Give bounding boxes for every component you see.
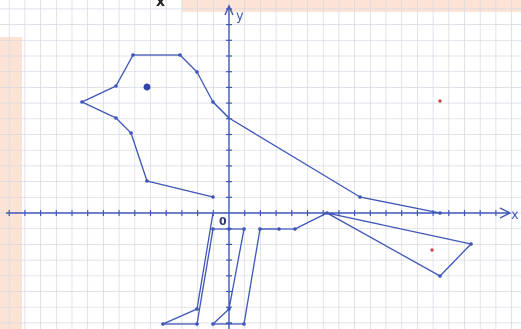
red-mark-2	[430, 248, 433, 251]
bird-eye	[144, 84, 151, 91]
bird-vertex	[227, 307, 231, 311]
bird-vertices	[80, 53, 473, 326]
bird-vertex	[129, 131, 133, 135]
bird-head-outline	[82, 55, 229, 197]
bird-vertex	[258, 227, 262, 231]
bird-vertex	[195, 70, 199, 74]
y-axis-label: y	[236, 9, 244, 24]
bird-vertex	[178, 53, 182, 57]
axes	[6, 6, 510, 329]
bird-vertex	[211, 100, 215, 104]
bird-vertex	[80, 100, 84, 104]
bird-vertex	[161, 322, 165, 326]
top-fragment-label: x	[156, 0, 165, 10]
bird-leg-back	[213, 229, 279, 324]
bird-vertex	[325, 211, 329, 215]
bird-vertex	[211, 195, 215, 199]
red-mark-1	[438, 99, 441, 102]
bird-vertex	[242, 322, 246, 326]
bird-vertex	[438, 274, 442, 278]
bird-vertex	[469, 242, 473, 246]
bird-vertex	[438, 211, 442, 215]
origin-label: 0	[219, 215, 227, 228]
bird-vertex	[114, 116, 118, 120]
bird-vertex	[293, 227, 297, 231]
bird-vertex	[211, 227, 215, 231]
bird-vertex	[358, 195, 362, 199]
bird-vertex	[211, 322, 215, 326]
bird-vertex	[227, 227, 231, 231]
bird-vertex	[195, 307, 199, 311]
bird-vertex	[277, 227, 281, 231]
bird-vertex	[114, 84, 118, 88]
x-axis-label: x	[511, 208, 519, 223]
bird-belly-outline	[260, 213, 327, 229]
bird-vertex	[131, 53, 135, 57]
bird-drawing	[82, 55, 471, 324]
bird-vertex	[242, 227, 246, 231]
bird-vertex	[195, 322, 199, 326]
bird-vertex	[145, 179, 149, 183]
